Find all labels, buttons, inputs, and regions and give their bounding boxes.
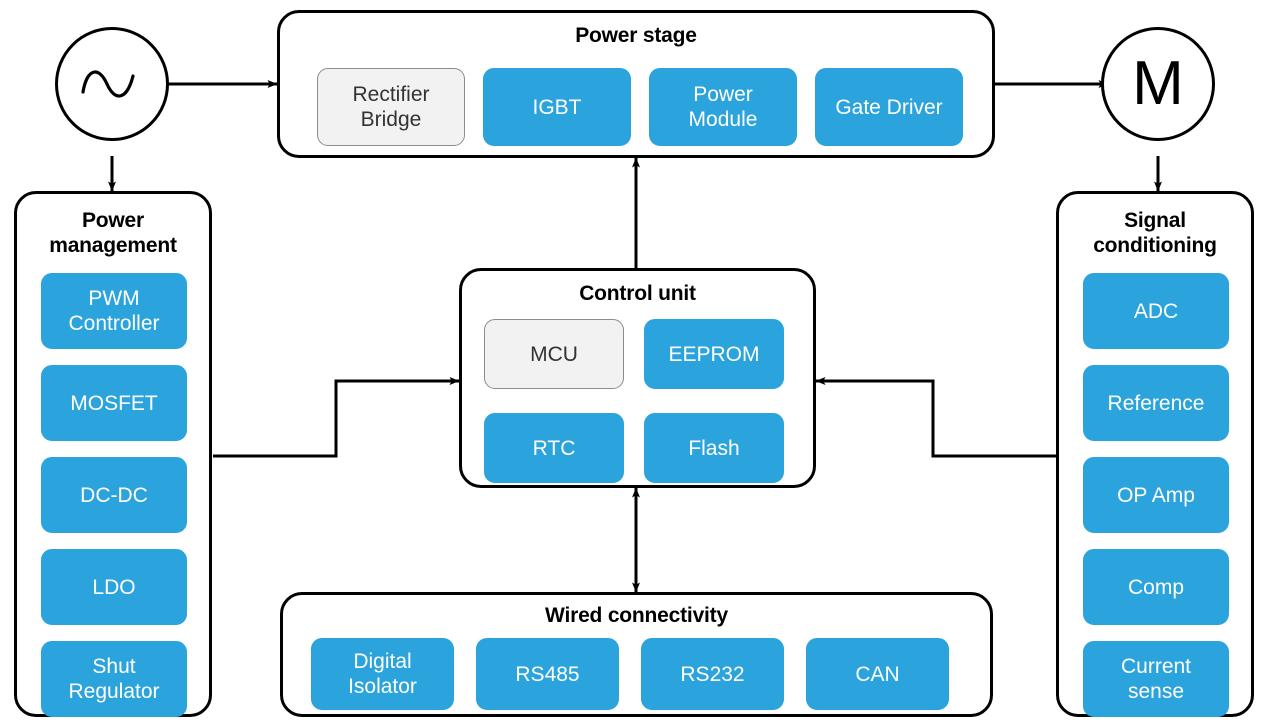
wired-connectivity-title: Wired connectivity: [545, 604, 728, 627]
block-can[interactable]: CAN: [806, 638, 949, 710]
motor-label: M: [1132, 49, 1184, 118]
block-power-module[interactable]: Power Module: [649, 68, 797, 146]
block-op-amp[interactable]: OP Amp: [1083, 457, 1229, 533]
block-igbt[interactable]: IGBT: [483, 68, 631, 146]
block-pwm-controller[interactable]: PWM Controller: [41, 273, 187, 349]
block-eeprom[interactable]: EEPROM: [644, 319, 784, 389]
group-wired-connectivity[interactable]: Wired connectivity Digital Isolator RS48…: [280, 592, 993, 717]
block-mosfet[interactable]: MOSFET: [41, 365, 187, 441]
control-unit-title: Control unit: [579, 282, 696, 305]
ac-source-sine-icon: [81, 70, 135, 98]
block-gate-driver[interactable]: Gate Driver: [815, 68, 963, 146]
block-dc-dc[interactable]: DC-DC: [41, 457, 187, 533]
block-reference[interactable]: Reference: [1083, 365, 1229, 441]
group-control-unit[interactable]: Control unit MCU EEPROM RTC Flash: [459, 268, 816, 488]
block-adc[interactable]: ADC: [1083, 273, 1229, 349]
block-comp[interactable]: Comp: [1083, 549, 1229, 625]
block-ldo[interactable]: LDO: [41, 549, 187, 625]
block-digital-isolator[interactable]: Digital Isolator: [311, 638, 454, 710]
power-stage-title: Power stage: [575, 24, 697, 47]
group-signal-conditioning[interactable]: Signal conditioning ADC Reference OP Amp…: [1056, 191, 1254, 717]
block-mcu[interactable]: MCU: [484, 319, 624, 389]
power-management-title: Power management: [49, 209, 177, 257]
block-rs232[interactable]: RS232: [641, 638, 784, 710]
group-power-management[interactable]: Power management PWM Controller MOSFET D…: [14, 191, 212, 717]
block-rs485[interactable]: RS485: [476, 638, 619, 710]
block-rtc[interactable]: RTC: [484, 413, 624, 483]
block-shut-regulator[interactable]: Shut Regulator: [41, 641, 187, 717]
block-flash[interactable]: Flash: [644, 413, 784, 483]
motor-node[interactable]: M: [1101, 27, 1215, 141]
wire-signal-conditioning-to-control-unit: [815, 377, 1056, 458]
ac-source-node[interactable]: [55, 27, 169, 141]
block-rectifier-bridge[interactable]: Rectifier Bridge: [317, 68, 465, 146]
block-current-sense[interactable]: Current sense: [1083, 641, 1229, 717]
group-power-stage[interactable]: Power stage Rectifier Bridge IGBT Power …: [277, 10, 995, 158]
wire-power-management-to-control-unit: [213, 377, 460, 458]
signal-conditioning-title: Signal conditioning: [1093, 209, 1217, 257]
